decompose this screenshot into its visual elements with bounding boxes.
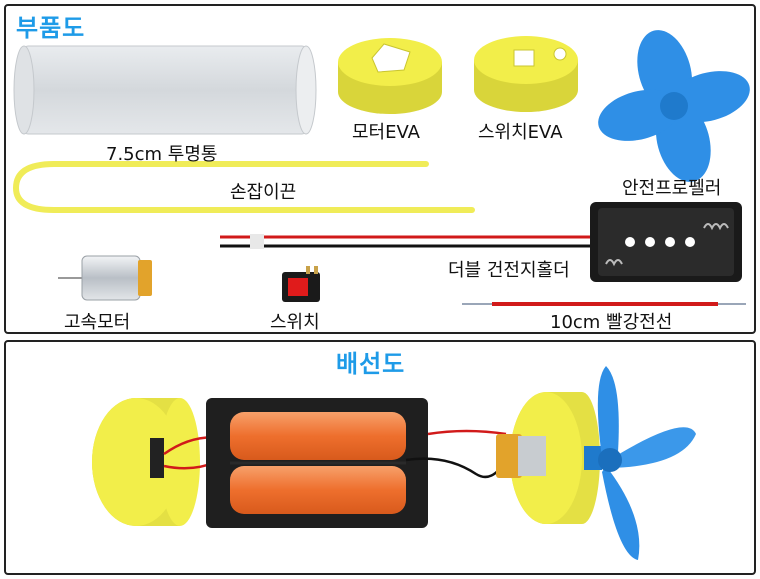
wiring-panel: 배선도 — [4, 340, 756, 575]
label-red-wire: 10cm 빨강전선 — [550, 308, 672, 334]
high-speed-motor — [58, 256, 152, 300]
battery-holder — [590, 202, 742, 282]
battery-holder-assembled — [206, 398, 428, 528]
label-motor-eva: 모터EVA — [352, 118, 420, 144]
label-switch-eva: 스위치EVA — [478, 118, 563, 144]
propeller — [592, 24, 755, 188]
clear-tube — [14, 46, 316, 134]
label-motor: 고속모터 — [64, 308, 130, 334]
rocker-switch — [282, 266, 320, 302]
parts-illustrations — [6, 6, 758, 336]
propeller-assembled — [584, 366, 696, 560]
battery-holder-wires — [220, 234, 594, 249]
label-battery-holder: 더블 건전지홀더 — [448, 256, 570, 282]
motor-eva-disc — [338, 38, 442, 114]
switch-eva-assembled — [92, 398, 200, 526]
label-tube: 7.5cm 투명통 — [106, 140, 217, 166]
parts-panel: 부품도 — [4, 4, 756, 334]
switch-eva-disc — [474, 36, 578, 112]
label-switch: 스위치 — [270, 308, 320, 334]
label-propeller: 안전프로펠러 — [622, 174, 721, 200]
wiring-illustration — [6, 342, 758, 577]
label-handle-wire: 손잡이끈 — [230, 178, 296, 204]
